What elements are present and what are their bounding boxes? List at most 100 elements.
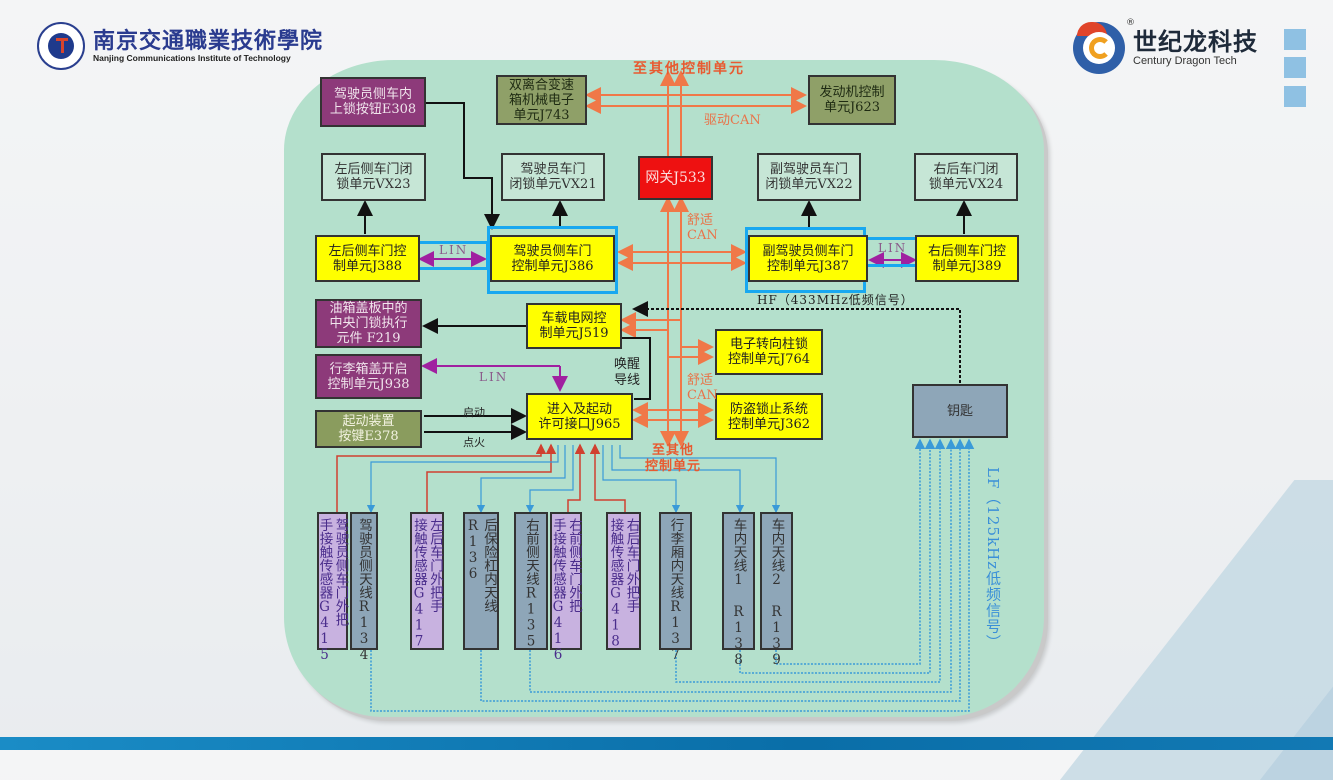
brand-name-cn: 世纪龙科技	[1133, 28, 1258, 56]
text-line: 锁单元VX23	[336, 177, 411, 192]
text-line: 控制单元J938	[327, 376, 410, 392]
box-vx23[interactable]: 左后侧车门闭锁单元VX23	[321, 153, 426, 201]
box-g418-label: 右后车门外把手	[623, 518, 640, 613]
box-j386[interactable]: 驾驶员侧车门控制单元J386	[490, 235, 615, 282]
label-drive-can: 驱动CAN	[704, 113, 761, 128]
box-j743[interactable]: 双离合变速箱机械电子单元J743	[496, 75, 587, 125]
text-line: 闭锁单元VX21	[509, 177, 597, 192]
text-line: 防盗锁止系统	[729, 401, 808, 417]
text-line: CAN	[687, 388, 718, 403]
box-r134[interactable]: 驾驶员侧天线R134	[350, 512, 378, 663]
box-g415[interactable]: 驾驶员侧车门外把手接触传感器G415	[316, 512, 349, 663]
antenna-feed-lines	[366, 445, 781, 514]
text-line: 副驾驶员侧车门	[762, 243, 854, 259]
label-lin-right: LIN	[878, 241, 908, 255]
hf-signal-line	[632, 301, 961, 383]
box-j623-label: 发动机控制单元J623	[819, 85, 884, 115]
box-r138[interactable]: 车内天线1 R138	[722, 512, 755, 668]
label-lin-left: LIN	[439, 243, 469, 257]
box-vx24[interactable]: 右后车门闭锁单元VX24	[914, 153, 1018, 201]
text-line: 控制单元	[645, 459, 702, 474]
text-line: 中央门锁执行	[329, 316, 408, 331]
box-e308-label: 驾驶员侧车内上锁按钮E308	[330, 87, 416, 117]
text-line: 行李箱盖开启	[329, 361, 408, 377]
school-emblem-icon	[37, 22, 85, 70]
text-line: 锁单元VX24	[928, 177, 1004, 192]
text-line: 电子转向柱锁	[729, 337, 808, 352]
text-line: 副驾驶员车门	[769, 162, 848, 177]
box-r135[interactable]: 右前侧天线R135	[514, 512, 548, 650]
box-vx24-label: 右后车门闭锁单元VX24	[929, 162, 1003, 192]
text-line: 控制单元J387	[766, 258, 849, 274]
box-vx21[interactable]: 驾驶员车门闭锁单元VX21	[501, 153, 605, 201]
box-r134-label: 驾驶员侧天线R134	[356, 518, 372, 663]
box-g417[interactable]: 左后车门外把手接触传感器G417	[410, 512, 444, 650]
box-j387[interactable]: 副驾驶员侧车门控制单元J387	[748, 235, 868, 282]
text-line: 控制单元J386	[511, 258, 594, 274]
lf-signal-lines	[370, 438, 975, 712]
box-g418-label: 接触传感器G418	[607, 518, 624, 650]
decor-square	[1284, 57, 1306, 78]
box-j764[interactable]: 电子转向柱锁控制单元J764	[715, 329, 823, 375]
box-j389[interactable]: 右后侧车门控制单元J389	[915, 235, 1019, 282]
box-r135-label: 右前侧天线R135	[523, 518, 539, 650]
box-vx21-label: 驾驶员车门闭锁单元VX21	[509, 162, 596, 192]
text-line: 制单元J519	[539, 326, 609, 341]
text-line: 驾驶员侧车门	[513, 243, 592, 259]
box-j533-gateway[interactable]: 网关J533	[638, 156, 713, 200]
text-line: 上锁按钮E308	[329, 102, 417, 117]
label-wake-line: 唤醒导线	[614, 357, 640, 389]
box-e378-label: 起动装置按键E378	[338, 414, 398, 444]
box-j938[interactable]: 行李箱盖开启控制单元J938	[315, 354, 422, 399]
text-line: 右后侧车门控	[927, 243, 1006, 259]
brand-name-en: Century Dragon Tech	[1133, 55, 1237, 67]
text-line: 制单元J389	[932, 258, 1002, 274]
text-line: 油箱盖板中的	[329, 301, 408, 316]
box-key[interactable]: 钥匙	[912, 384, 1008, 438]
box-j519[interactable]: 车载电网控制单元J519	[526, 303, 622, 349]
box-g415-label: 驾驶员侧车门外把	[332, 518, 349, 626]
label-to-other-units-bottom: 至其他控制单元	[645, 443, 701, 475]
school-name-cn: 南京交通職業技術學院	[93, 28, 324, 54]
text-line: 右后车门闭	[933, 162, 999, 177]
box-j386-label: 驾驶员侧车门控制单元J386	[511, 244, 593, 274]
label-start: 启动	[463, 406, 485, 419]
box-g415-label: 手接触传感器G415	[316, 518, 333, 663]
box-e378[interactable]: 起动装置按键E378	[315, 410, 422, 448]
decor-square	[1284, 29, 1306, 50]
box-f219[interactable]: 油箱盖板中的中央门锁执行元件 F219	[315, 299, 422, 348]
text-line: 起动装置	[342, 414, 395, 429]
signal-lines	[357, 102, 972, 440]
box-e308[interactable]: 驾驶员侧车内上锁按钮E308	[320, 77, 426, 127]
text-line: CAN	[687, 228, 718, 243]
label-ignition: 点火	[463, 436, 485, 449]
box-r136-label: R136	[465, 518, 481, 582]
box-g416[interactable]: 右前侧车门外把手接触传感器G416	[550, 512, 582, 663]
sensor-lines	[336, 443, 626, 512]
box-j362[interactable]: 防盗锁止系统控制单元J362	[715, 393, 823, 440]
registered-mark: ®	[1126, 18, 1135, 28]
school-name-en: Nanjing Communications Institute of Tech…	[93, 53, 291, 63]
lin-bus-lines	[418, 251, 917, 392]
text-line: 发动机控制	[819, 85, 885, 100]
box-g418[interactable]: 右后车门外把手接触传感器G418	[606, 512, 641, 650]
box-f219-label: 油箱盖板中的中央门锁执行元件 F219	[329, 301, 407, 346]
box-g417-label: 接触传感器G417	[411, 518, 427, 650]
label-to-other-units-top: 至其他控制单元	[633, 61, 745, 77]
box-r137[interactable]: 行李厢内天线R137	[659, 512, 692, 663]
text-line: 至其他	[652, 443, 695, 458]
box-vx22[interactable]: 副驾驶员车门闭锁单元VX22	[757, 153, 861, 201]
box-j623[interactable]: 发动机控制单元J623	[808, 75, 896, 125]
box-j388[interactable]: 左后侧车门控制单元J388	[315, 235, 420, 282]
text-line: 驾驶员侧车内	[333, 87, 412, 102]
box-j965[interactable]: 进入及起动许可接口J965	[526, 393, 633, 440]
dragon-emblem-icon	[1073, 22, 1125, 74]
box-j743-label: 双离合变速箱机械电子单元J743	[509, 78, 574, 123]
box-r139[interactable]: 车内天线2 R139	[760, 512, 793, 668]
text-line: 双离合变速	[508, 77, 574, 93]
text-line: 许可接口J965	[538, 416, 621, 432]
text-line: 进入及起动	[546, 401, 612, 417]
text-line: 箱机械电子	[508, 92, 574, 108]
